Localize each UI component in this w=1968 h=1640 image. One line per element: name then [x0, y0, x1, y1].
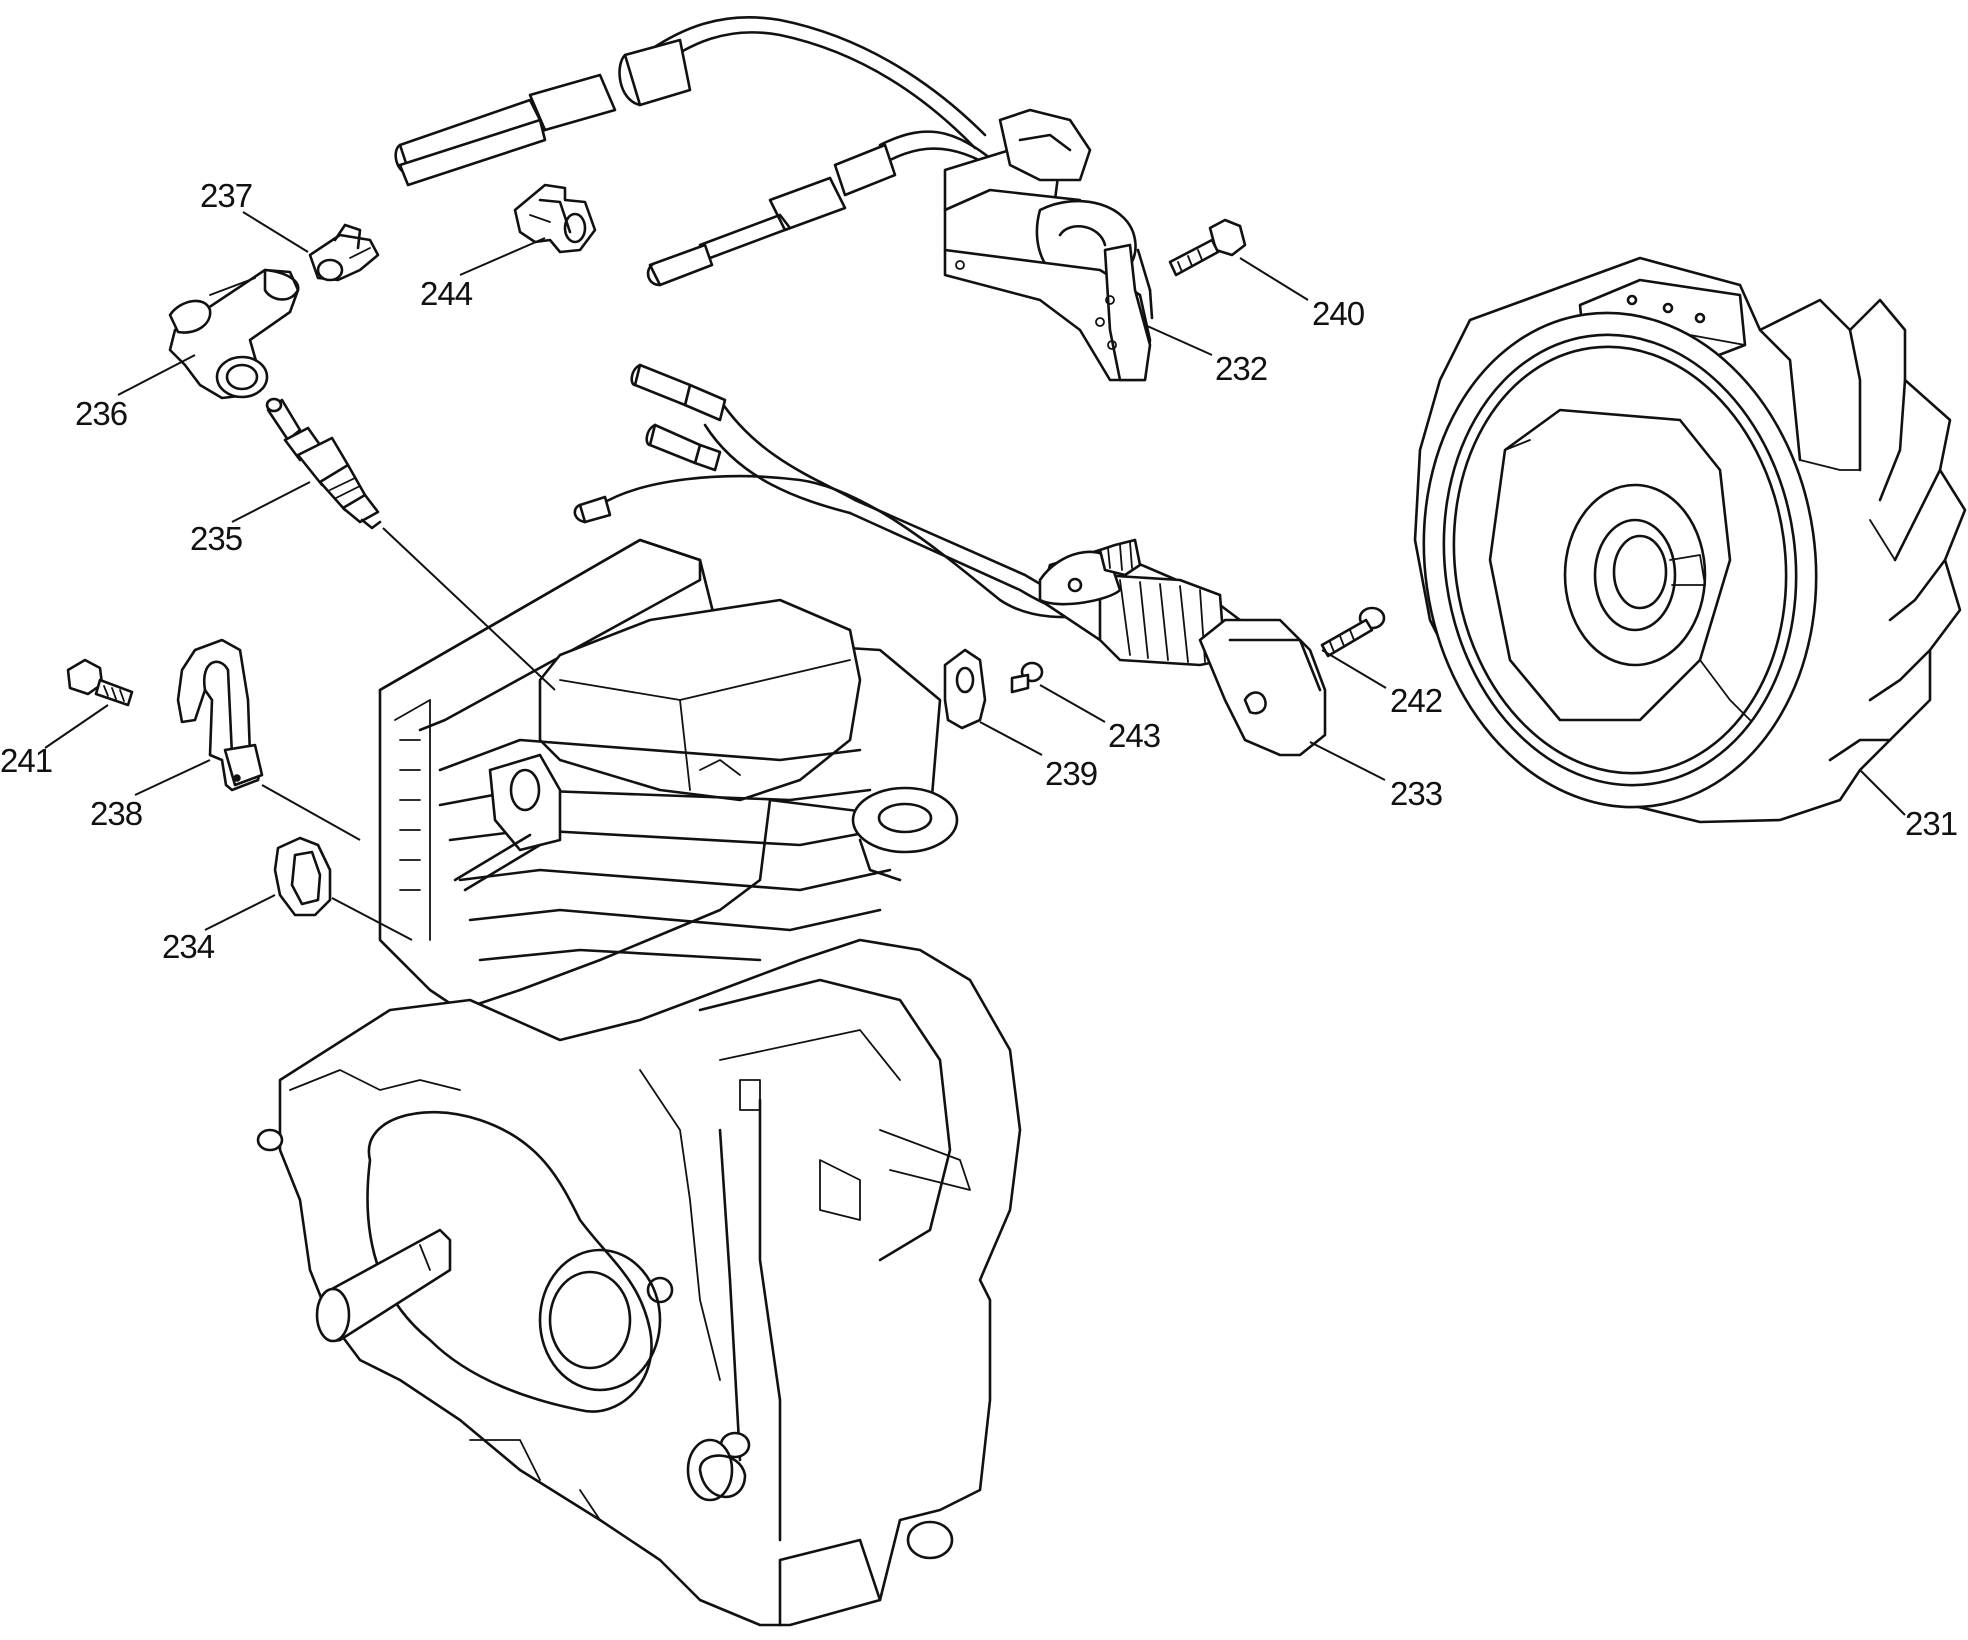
wire-clip	[513, 183, 597, 254]
callout-label-242: 242	[1390, 682, 1442, 719]
flange-bolt-241	[66, 658, 134, 707]
engine-block	[256, 538, 1022, 1627]
terminal-clip	[308, 223, 380, 282]
callout-label-233: 233	[1390, 775, 1442, 812]
callout-label-235: 235	[190, 520, 242, 557]
small-clamp	[943, 648, 987, 730]
callout-layer: 231 232 233 234 235 236 237 238 239 240 241 242 243 2…	[0, 177, 1958, 965]
callout-label-244: 244	[420, 275, 473, 312]
cable-clamp	[176, 638, 264, 792]
leader-line-238	[134, 759, 211, 796]
leader-line-244	[459, 237, 546, 276]
leader-line-242	[1321, 649, 1387, 689]
assembly-leader-2	[331, 897, 413, 941]
leader-line-234	[204, 894, 276, 931]
leader-line-243	[1039, 684, 1106, 723]
callout-label-231: 231	[1905, 805, 1957, 842]
grommet	[273, 836, 332, 917]
spark-plug	[265, 397, 382, 530]
exciter-coil	[573, 363, 1327, 757]
leader-line-237	[242, 211, 309, 253]
callout-label-236: 236	[75, 395, 127, 432]
flange-bolt-240	[1168, 218, 1247, 277]
callout-label-234: 234	[162, 928, 215, 965]
flange-bolt-242	[1320, 606, 1386, 658]
leader-line-239	[979, 721, 1043, 756]
leader-line-236	[117, 354, 196, 396]
leader-line-232	[1144, 324, 1213, 356]
leader-line-240	[1239, 257, 1309, 301]
callout-label-238: 238	[90, 795, 142, 832]
leader-line-235	[231, 481, 311, 523]
leader-line-231	[1859, 769, 1906, 816]
leader-line-241	[44, 704, 109, 749]
callout-label-243: 243	[1108, 717, 1160, 754]
callout-label-232: 232	[1215, 350, 1267, 387]
assembly-leader-0	[382, 527, 556, 691]
flywheel	[1413, 256, 1967, 824]
screw-243	[1010, 661, 1044, 694]
callout-label-237: 237	[200, 177, 252, 214]
spark-plug-cap	[168, 268, 300, 400]
callout-label-239: 239	[1045, 755, 1097, 792]
leader-line-233	[1309, 741, 1386, 781]
ignition-coil	[394, 16, 1154, 382]
callout-label-240: 240	[1312, 295, 1365, 332]
callout-label-241: 241	[0, 742, 52, 779]
assembly-leader-1	[261, 784, 361, 841]
